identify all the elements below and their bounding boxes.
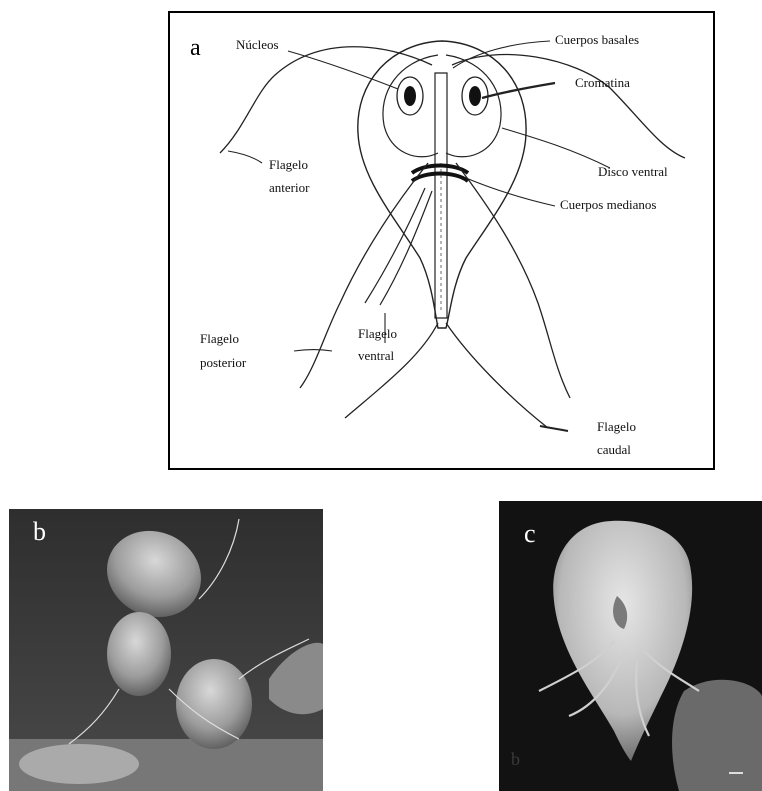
cell-body-outline [358,41,526,328]
label-cuerpos-basales: Cuerpos basales [555,32,639,47]
label-flagelo-posterior-1: Flagelo [200,331,239,346]
caudal-flagellum-right [446,323,548,428]
micrograph-c-image [499,501,762,791]
label-cuerpos-medianos: Cuerpos medianos [560,197,656,212]
panel-letter-a: a [190,35,201,61]
label-flagelo-anterior-2: anterior [269,180,310,195]
label-flagelo-posterior-2: posterior [200,355,247,370]
anterior-flagellum-right [452,55,685,158]
diagram-panel-a: a [168,11,715,470]
label-nucleos: Núcleos [236,37,279,52]
label-flagelo-ventral-1: Flagelo [358,326,397,341]
micrograph-panel-c: c b [499,501,762,791]
micrograph-b-image [9,509,323,791]
chromatin-right [469,86,481,106]
ventral-flagellum-1 [365,188,425,303]
chromatin-left [404,86,416,106]
label-flagelo-ventral-2: ventral [358,348,394,363]
panel-letter-b: b [33,517,46,547]
label-flagelo-caudal-1: Flagelo [597,419,636,434]
label-flagelo-caudal-2: caudal [597,442,631,457]
watermark-letter: b [511,749,520,770]
micrograph-panel-b: b [9,509,323,791]
posterior-flagellum-right [456,163,570,398]
giardia-diagram: a [170,13,717,472]
label-cromatina: Cromatina [575,75,630,90]
label-flagelo-anterior-1: Flagelo [269,157,308,172]
panel-letter-c: c [524,519,536,549]
label-disco-ventral: Disco ventral [598,164,668,179]
